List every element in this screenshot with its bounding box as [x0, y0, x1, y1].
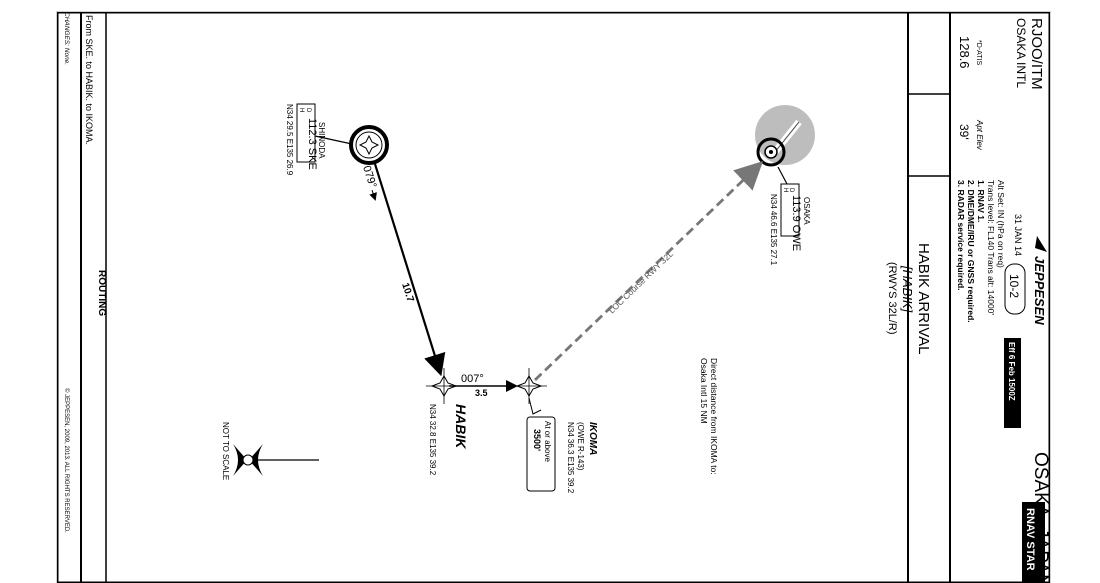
osaka-name: OSAKA: [802, 197, 811, 225]
north-arrow: N: [233, 444, 319, 476]
effective-date: Eff 6 Feb 1500Z: [1007, 342, 1016, 401]
ikoma-alt-value: 3500': [532, 429, 542, 451]
index-box: [1004, 263, 1026, 315]
note-line: Alt Set: IN (hPa on req): [996, 180, 1006, 268]
shinoda-frequency: 112.3 SKE: [306, 118, 318, 170]
habik-coords: N34 32.8 E135 39.2: [428, 404, 437, 476]
publisher-name: JEPPESEN: [1032, 256, 1047, 325]
dme-box-letter: H: [782, 188, 788, 192]
airport-name: OSAKA INTL: [1014, 18, 1028, 88]
chart-date: 31 JAN 14: [1013, 214, 1023, 256]
note-line: 1. RNAV 1.: [976, 180, 986, 222]
ikoma-altitude-box: At or above 3500': [526, 397, 556, 492]
dme-box-letter: D: [305, 108, 311, 113]
habik-name: HABIK: [453, 404, 469, 449]
atis-frequency: 128.6: [957, 36, 972, 69]
procedure-title: HABIK ARRIVAL: [915, 243, 932, 354]
runway-symbol: [774, 121, 800, 153]
note-line: Trans level: FL140 Trans alt: 14000': [986, 180, 996, 315]
chart-type-label: RNAV STAR: [1024, 508, 1036, 571]
chart-type-badge: [1022, 502, 1045, 582]
vor-compass-rose: [349, 125, 389, 165]
notes-block: Alt Set: IN (hPa on req) Trans level: FL…: [956, 180, 1006, 323]
shinoda-vor: [349, 125, 389, 165]
ske-course-arrow: [369, 189, 377, 201]
ikoma-coords: N34 36.3 E135 39.2: [566, 422, 575, 494]
apt-elev-value: 39': [957, 124, 971, 140]
note-line: 2. DME/DME/IRU or GNSS required.: [966, 180, 976, 323]
vor-compass-rose: [756, 137, 786, 167]
osaka-navaid-box: D H OSAKA 113.9 OWE N34 46.6 E135 27.1: [769, 166, 811, 266]
dme-box-letter: D: [788, 188, 794, 193]
apt-elev-label: Apt Elev: [975, 119, 984, 151]
note-line: 3. RADAR service required.: [956, 180, 966, 291]
dme-box-letter: H: [298, 108, 304, 112]
chart-index: 10-2: [1007, 274, 1021, 298]
osaka-coords: N34 46.6 E135 27.1: [769, 194, 778, 266]
direct-distance-line-1: Direct distance from IKOMA to:: [709, 358, 719, 475]
loc-course-label: LOC Course RWY 32L: [606, 249, 675, 316]
copyright-note: © JEPPESEN, 2009, 2013. ALL RIGHTS RESER…: [63, 388, 70, 533]
ikoma-radial: (OWE R-143): [576, 422, 585, 471]
osaka-frequency: 113.9 OWE: [790, 195, 802, 251]
viewer-margin: [1052, 0, 1100, 583]
procedure-runways: (RWYS 32L/R): [886, 262, 898, 335]
shinoda-coords: N34 29.5 E135 26.9: [285, 104, 294, 176]
shinoda-navaid-box: D H SHINODA 112.3 SKE N34 29.5 E135 26.9: [285, 103, 353, 176]
changes-note: CHANGES: None.: [63, 12, 70, 65]
north-letter: N: [251, 457, 257, 461]
effective-badge: [1004, 338, 1021, 428]
procedure-ident: [HABIK]: [900, 265, 915, 313]
atis-label: *D-ATIS: [975, 40, 982, 65]
ikoma-alt-label: At or above: [543, 421, 552, 462]
routing-label: ROUTING: [96, 270, 107, 316]
shinoda-name: SHINODA: [317, 122, 326, 159]
ikoma-fix: [511, 368, 547, 404]
not-to-scale: NOT TO SCALE: [221, 422, 230, 480]
habik-course: 007°: [461, 373, 484, 385]
jeppesen-logo: JEPPESEN: [1032, 236, 1047, 325]
loc-course-line: [534, 161, 764, 382]
ikoma-name: IKOMA: [587, 422, 598, 455]
leg-ske-habik: [373, 163, 446, 377]
chart-page: RJOO/ITM OSAKA INTL OSAKA, JAPAN RNAV ST…: [57, 12, 1050, 583]
approach-chart: RJOO/ITM OSAKA INTL OSAKA, JAPAN RNAV ST…: [57, 12, 1050, 583]
osaka-vor: [755, 105, 815, 167]
routing-text: From SKE. to HABIK. to IKOMA.: [84, 15, 94, 145]
airport-id: RJOO/ITM: [1028, 18, 1045, 90]
habik-distance: 3.5: [475, 388, 488, 398]
direct-distance-line-2: Osaka Intl 15 NM: [699, 358, 709, 424]
